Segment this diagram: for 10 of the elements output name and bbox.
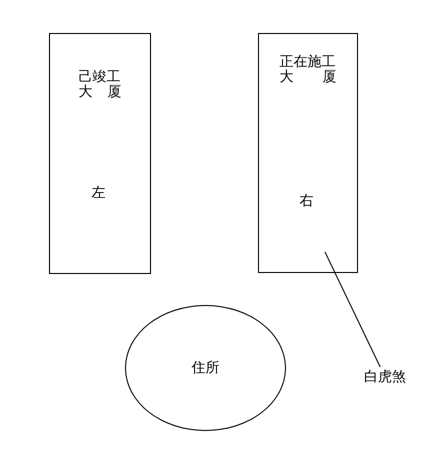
residence-ellipse (125, 305, 286, 431)
side-label: 右 (300, 194, 314, 208)
side-label: 左 (92, 186, 106, 200)
building-box (258, 33, 358, 273)
building-box (49, 33, 151, 274)
building-label: 己竣工大厦 (78, 70, 122, 100)
leader-line (324, 252, 381, 368)
callout-label: 白虎煞 (358, 367, 412, 387)
building-label: 正在施工大厦 (280, 55, 336, 84)
residence-label: 住所 (192, 358, 220, 378)
